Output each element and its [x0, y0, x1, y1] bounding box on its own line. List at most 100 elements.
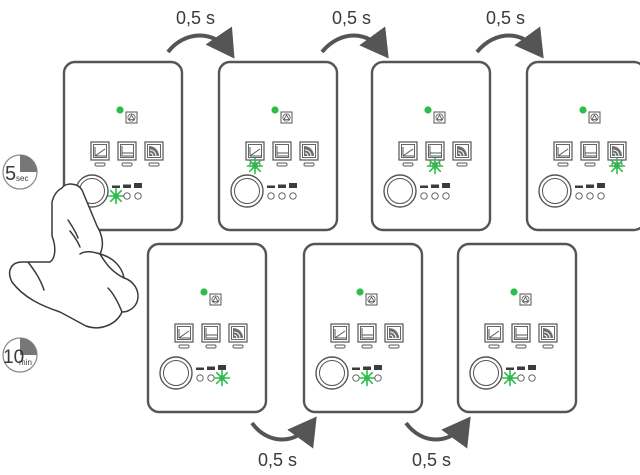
level-bar — [517, 366, 525, 370]
level-bar — [363, 366, 371, 370]
push-button[interactable] — [383, 174, 417, 208]
duration-clock-icon: 10 min — [2, 337, 38, 373]
arrow-5-to-6 — [250, 416, 317, 449]
duration-clock-number: 10 — [3, 347, 24, 368]
level-blink-led — [213, 369, 231, 387]
push-button-ring — [234, 178, 260, 204]
level-bar — [196, 367, 204, 370]
arrows-top — [166, 26, 544, 59]
level-bar — [112, 185, 120, 188]
device-panel-6 — [302, 242, 424, 414]
level-bar — [586, 184, 594, 188]
level-dot — [442, 192, 450, 200]
level-bar — [278, 184, 286, 188]
level-dot — [431, 192, 439, 200]
sensor-mode-icon — [144, 141, 164, 167]
sensor-mode-icon — [299, 141, 319, 167]
level-dot — [196, 374, 204, 382]
push-button[interactable] — [315, 356, 349, 390]
slope-mode-icon — [553, 141, 573, 167]
level-bar — [374, 365, 382, 370]
push-button-ring — [542, 178, 568, 204]
level-bar — [134, 183, 142, 188]
level-dot — [597, 192, 605, 200]
level-dot — [289, 192, 297, 200]
level-dot — [374, 374, 382, 382]
level-dot — [528, 374, 536, 382]
level-bar — [420, 185, 428, 188]
arrows-bottom — [250, 416, 471, 449]
status-led — [579, 106, 587, 114]
slope-mode-icon — [174, 323, 194, 349]
level-bar — [431, 184, 439, 188]
level-bar — [442, 183, 450, 188]
level-mode-icon — [357, 323, 377, 349]
push-button-ring — [473, 360, 499, 386]
timing-label-bottom-2: 0,5 s — [412, 450, 451, 470]
hold-clock-number: 5 — [5, 163, 16, 185]
level-dot — [420, 192, 428, 200]
level-dot — [575, 192, 583, 200]
push-button-ring — [163, 360, 189, 386]
level-dot — [278, 192, 286, 200]
level-blink-led — [358, 369, 376, 387]
level-dot — [352, 374, 360, 382]
arrow-1-to-2 — [166, 26, 235, 59]
sensor-mode-icon — [538, 323, 558, 349]
level-bar — [506, 367, 514, 370]
level-mode-icon — [580, 141, 600, 167]
level-mode-icon — [201, 323, 221, 349]
sensor-triangle-icon — [519, 293, 532, 306]
sensor-triangle-icon — [588, 111, 601, 124]
icon-blink-led — [608, 157, 626, 175]
push-button-ring — [319, 360, 345, 386]
icon-blink-led — [246, 157, 264, 175]
slope-mode-icon — [330, 323, 350, 349]
level-dot — [207, 374, 215, 382]
status-led — [271, 106, 279, 114]
device-panel-5 — [146, 242, 268, 414]
device-panel-1 — [62, 60, 184, 232]
arrow-6-to-7 — [404, 416, 471, 449]
slope-mode-icon — [484, 323, 504, 349]
level-bar — [267, 185, 275, 188]
level-dot — [134, 192, 142, 200]
status-led — [356, 288, 364, 296]
level-mode-icon — [511, 323, 531, 349]
level-bar — [352, 367, 360, 370]
arrow-2-to-3 — [320, 26, 389, 59]
level-bar — [218, 365, 226, 370]
duration-clock-unit: min — [19, 358, 32, 367]
sensor-triangle-icon — [365, 293, 378, 306]
hold-clock-icon: 5 sec — [2, 154, 38, 190]
status-led — [510, 288, 518, 296]
status-led — [116, 106, 124, 114]
push-button-ring — [387, 178, 413, 204]
level-dot — [517, 374, 525, 382]
slope-mode-icon — [398, 141, 418, 167]
push-button[interactable] — [230, 174, 264, 208]
timing-label-top-1: 0,5 s — [176, 8, 215, 28]
level-blink-led — [107, 187, 125, 205]
sensor-mode-icon — [228, 323, 248, 349]
push-button[interactable] — [469, 356, 503, 390]
level-bar — [289, 183, 297, 188]
arrow-3-to-4 — [475, 26, 544, 59]
level-blink-led — [501, 369, 519, 387]
level-bar — [123, 184, 131, 188]
push-button[interactable] — [159, 356, 193, 390]
sensor-mode-icon — [452, 141, 472, 167]
level-bar — [575, 185, 583, 188]
device-panel-2 — [217, 60, 339, 232]
push-button[interactable] — [538, 174, 572, 208]
icon-blink-led — [426, 157, 444, 175]
level-dot — [123, 192, 131, 200]
sensor-triangle-icon — [125, 111, 138, 124]
level-dot — [267, 192, 275, 200]
status-led — [200, 288, 208, 296]
level-mode-icon — [117, 141, 137, 167]
level-bar — [597, 183, 605, 188]
device-panels — [62, 60, 640, 414]
level-mode-icon — [272, 141, 292, 167]
level-bar — [528, 365, 536, 370]
